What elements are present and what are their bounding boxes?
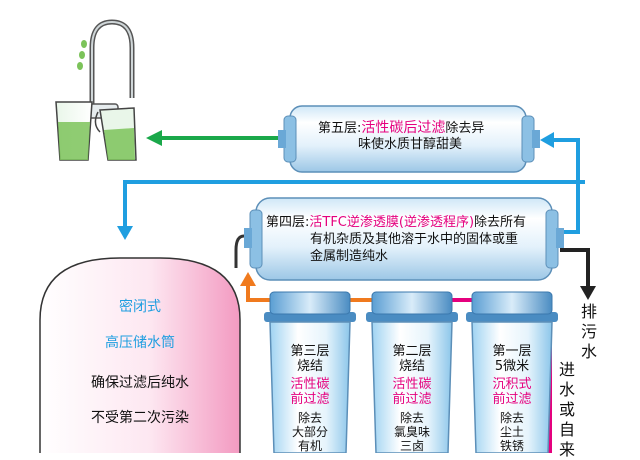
stage2-canister [366, 291, 458, 453]
stage1-sub1: 沉积式 [492, 377, 532, 392]
stage3-title1: 第三层 [290, 344, 330, 359]
stage2-sub2: 前过滤 [392, 392, 432, 407]
inlet-char-3: 或 [558, 400, 575, 419]
stage1-desc2: 尘土 [499, 425, 524, 439]
drain-label: 排 污 水 [578, 302, 600, 362]
stage1-canister [466, 291, 558, 453]
drain-char-3: 水 [580, 342, 597, 361]
stage2-sub1: 活性碳 [392, 377, 432, 392]
stage4-name: 活TFC逆渗透膜(逆渗透程序) [309, 215, 475, 230]
arrow-into-stage4 [240, 272, 256, 286]
stage5-filter [278, 105, 540, 173]
stage3-desc1: 除去 [297, 411, 322, 425]
stage3-desc2: 大部分 [291, 425, 328, 439]
stage4-desc2: 有机杂质及其他溶于水中的固体或重 [310, 232, 519, 247]
stage4-prefix: 第四层: [266, 215, 310, 230]
stage3-canister [264, 291, 356, 453]
stage1-title1: 第一层 [492, 344, 532, 359]
tank-text: 密闭式 高压储水筒 确保过滤后纯水 不受第二次污染 [20, 0, 260, 453]
arrow-into-stage5 [540, 132, 554, 148]
inlet-char-4: 自 [558, 420, 575, 439]
inlet-char-2: 水 [558, 380, 575, 399]
inlet-char-1: 进 [558, 360, 575, 379]
drain-char-2: 污 [580, 322, 597, 341]
stage1-desc3: 铁锈 [499, 439, 524, 453]
tank-line3: 确保过滤后纯水 [91, 375, 189, 391]
stage5-prefix: 第五层: [318, 121, 362, 136]
drain-pipe [560, 248, 596, 300]
stage1-sub2: 前过滤 [492, 392, 532, 407]
tank-line1: 密闭式 [119, 299, 161, 315]
stage3-title2: 烧结 [296, 359, 323, 374]
stage4-label: 第四层:活TFC逆渗透膜(逆渗透程序)除去所有 有机杂质及其他溶于水中的固体或重… [266, 214, 556, 265]
stage5-name: 活性碳后过滤 [361, 120, 446, 136]
stage1-desc1: 除去 [499, 411, 524, 425]
storage-tank [39, 257, 241, 453]
stage3-desc3: 有机 [297, 439, 322, 453]
tank-line4: 不受第二次污染 [91, 410, 189, 426]
stage5-label: 第五层:活性碳后过滤除去异 味使水质甘醇甜美 [318, 120, 518, 153]
stage2-title2: 烧结 [398, 359, 425, 374]
tank-line2: 高压储水筒 [105, 335, 175, 351]
pitcher-icon [94, 107, 137, 161]
drain-char-1: 排 [580, 302, 597, 321]
stage3-sub1: 活性碳 [290, 377, 330, 392]
stage3-sub2: 前过滤 [290, 392, 330, 407]
blue-flow-pipe [123, 138, 585, 234]
water-glass-icon [55, 101, 93, 161]
stage2-title1: 第二层 [392, 344, 432, 359]
stage4-desc1: 除去所有 [474, 215, 527, 230]
inlet-label: 进 水 或 自 来 [556, 360, 578, 460]
stage2-desc3: 三卤 [399, 439, 424, 453]
inlet-char-5: 来 [558, 440, 575, 459]
stage2-desc1: 除去 [399, 411, 424, 425]
arrow-into-tank [117, 226, 133, 240]
stage2-desc2: 氯臭味 [393, 425, 430, 439]
stage5-desc1: 除去异 [445, 121, 485, 136]
stage1-title2: 5微米 [494, 359, 530, 374]
stage4-desc3: 金属制造纯水 [310, 249, 389, 264]
water-drops-icon [77, 40, 87, 70]
output-arrow [146, 130, 290, 146]
stage4-membrane [234, 197, 564, 281]
stage5-desc2: 味使水质甘醇甜美 [358, 137, 463, 152]
